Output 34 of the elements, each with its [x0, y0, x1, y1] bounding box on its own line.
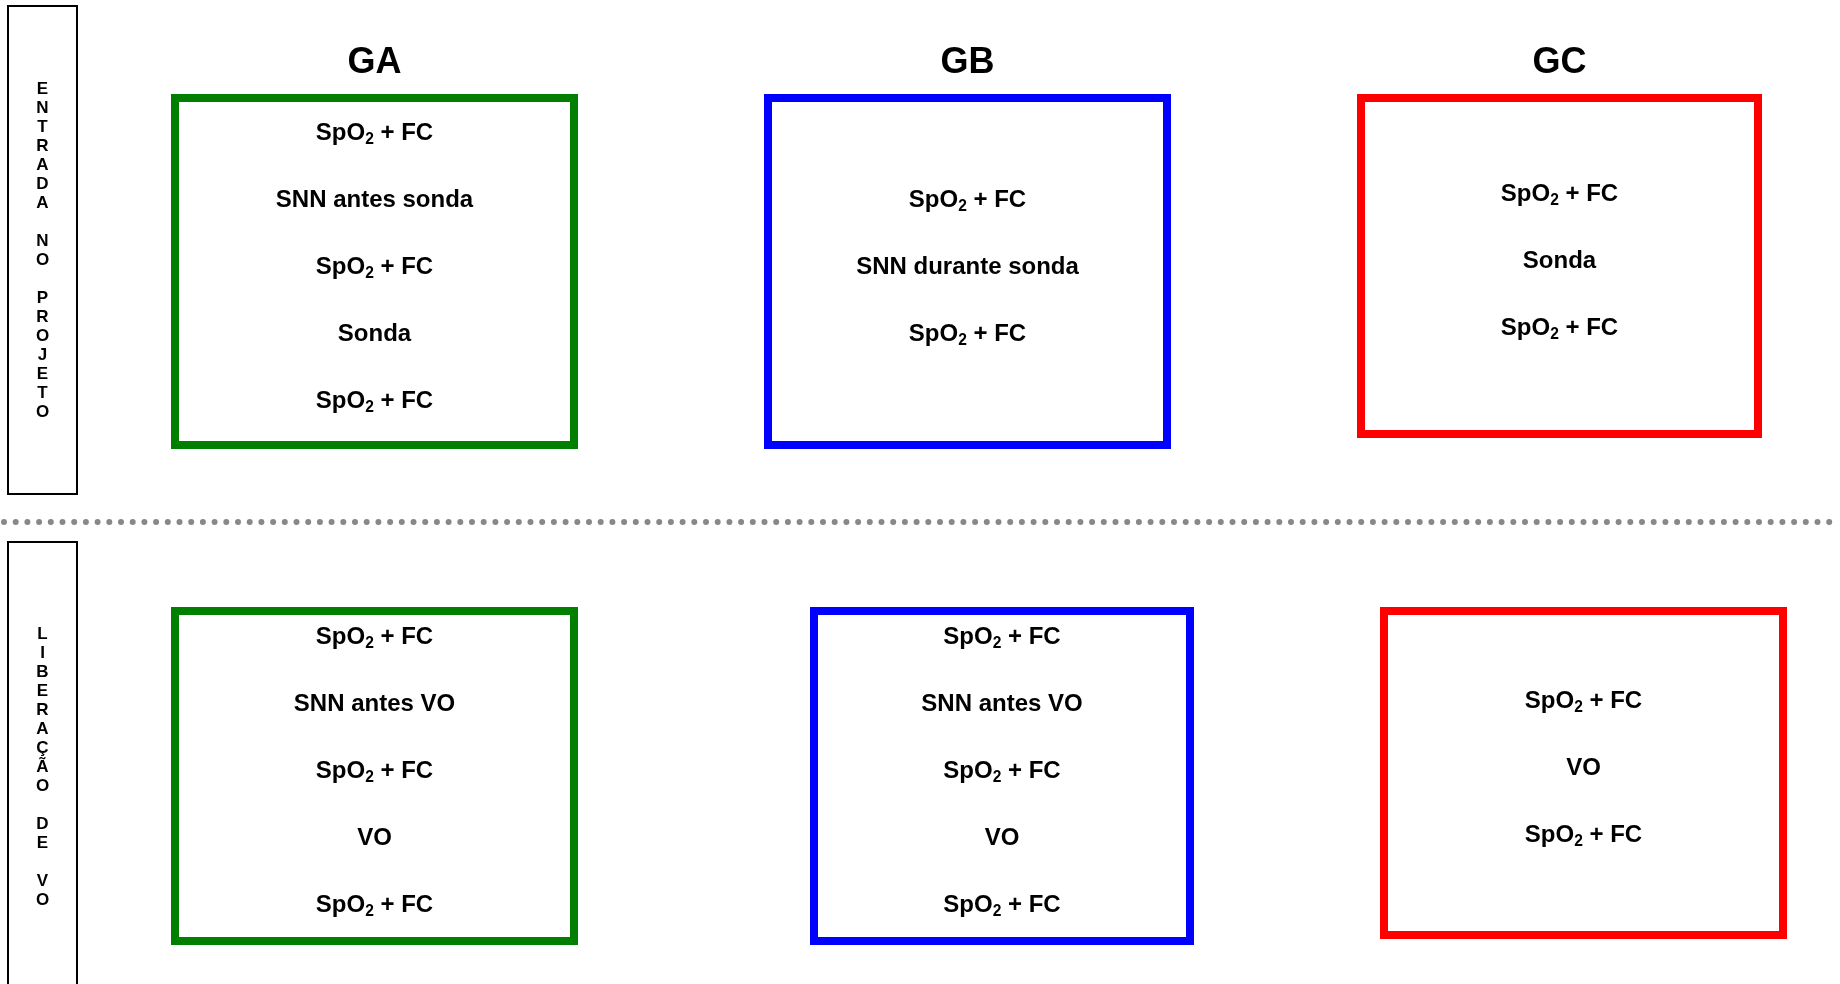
step-text: SpO$_{2}$ + FC: [315, 889, 434, 921]
step-text: SNN antes VO: [921, 688, 1083, 718]
section-label: LIBERAÇÃO DE VO: [34, 623, 51, 909]
step-text: SNN durante sonda: [856, 250, 1079, 281]
section-label-box: [7, 5, 78, 495]
step-text: SpO$_{2}$ + FC: [943, 621, 1061, 653]
step-text: SpO$_{2}$ + FC: [943, 889, 1061, 921]
group-box: [1380, 607, 1787, 939]
step-text: SpO$_{2}$ + FC: [943, 755, 1061, 787]
step-text: SpO$_{2}$ + FC: [1500, 312, 1619, 344]
group-heading: GC: [1532, 40, 1587, 82]
step-text: VO: [1566, 752, 1601, 782]
step-text: SpO$_{2}$ + FC: [1500, 178, 1619, 210]
step-text: VO: [984, 822, 1020, 852]
step-text: SpO$_{2}$ + FC: [315, 755, 434, 787]
step-text: SpO$_{2}$ + FC: [315, 621, 434, 653]
step-text: SpO$_{2}$ + FC: [908, 183, 1027, 216]
step-text: SpO$_{2}$ + FC: [1524, 685, 1643, 717]
step-text: SNN antes sonda: [275, 183, 474, 214]
group-box: [810, 607, 1194, 945]
group-box: [171, 607, 578, 945]
step-text: SpO$_{2}$ + FC: [315, 116, 434, 149]
group-heading: GB: [940, 40, 995, 82]
step-text: Sonda: [1522, 245, 1597, 275]
step-text: SpO$_{2}$ + FC: [908, 317, 1027, 350]
step-text: SpO$_{2}$ + FC: [1524, 819, 1643, 851]
group-heading: GA: [347, 40, 402, 82]
section-label-box: [7, 541, 78, 984]
step-text: SNN antes VO: [293, 688, 456, 718]
step-text: SpO$_{2}$ + FC: [315, 384, 434, 417]
section-label: ENTRADA NO PROJETO: [34, 79, 51, 421]
step-text: VO: [357, 822, 392, 852]
step-text: SpO$_{2}$ + FC: [315, 250, 434, 283]
step-text: Sonda: [337, 317, 412, 348]
